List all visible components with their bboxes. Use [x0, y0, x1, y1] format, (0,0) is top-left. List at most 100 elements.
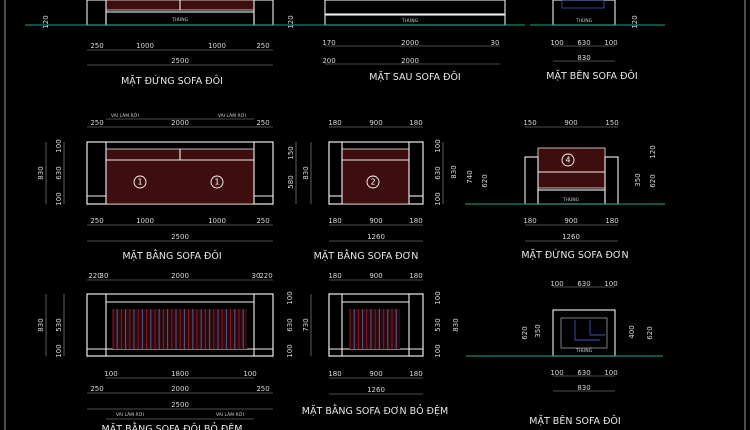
dim: 2000	[401, 39, 419, 47]
frame-structure	[574, 320, 605, 341]
dim: 630	[55, 166, 63, 179]
dim: 630	[577, 39, 590, 47]
dim: 2000	[171, 385, 189, 393]
side-elevation-double-bottom: 100 630 100 THÙNG 100 630 100 830 620 35…	[452, 280, 663, 427]
dim: 100	[243, 370, 256, 378]
plan-double-no-cushion: 220 30 2000 30 220 100 1800 100 250 2000…	[37, 272, 294, 430]
title-front-single: MẶT ĐỨNG SOFA ĐƠN	[521, 249, 628, 261]
dim: 1260	[367, 386, 385, 394]
dim: 100	[604, 39, 617, 47]
dim: 250	[90, 385, 103, 393]
dim: 900	[564, 119, 577, 127]
dim: 400	[628, 325, 636, 338]
dim: 180	[605, 217, 618, 225]
dim: 250	[256, 217, 269, 225]
title-back-double: MẶT SAU SOFA ĐÔI	[369, 71, 460, 83]
dim: 250	[90, 119, 103, 127]
dim: 180	[409, 119, 422, 127]
marker-label: 4	[565, 156, 570, 165]
dim: 180	[328, 370, 341, 378]
dim: 100	[434, 291, 442, 304]
dim: 900	[369, 217, 382, 225]
marker-label: 1	[214, 178, 219, 187]
dim: 250	[256, 119, 269, 127]
dim: 2500	[171, 57, 189, 65]
arm-left	[86, 141, 107, 205]
thung-label: THÙNG	[171, 16, 189, 23]
dim: 120	[42, 15, 50, 28]
dim: 350	[534, 324, 542, 337]
dim: 100	[550, 39, 563, 47]
dim: 180	[328, 272, 341, 280]
dim: 830	[577, 384, 590, 392]
dim: 100	[55, 344, 63, 357]
dim: 100	[604, 280, 617, 288]
marker-label: 1	[137, 178, 142, 187]
dim: 100	[286, 291, 294, 304]
dim: 1000	[136, 42, 154, 50]
dim: 630	[577, 369, 590, 377]
thung-label: THÙNG	[575, 17, 593, 24]
dim: 220	[259, 272, 272, 280]
backrest-seat	[537, 147, 606, 189]
marker-2	[366, 175, 380, 189]
dim: 1800	[171, 370, 189, 378]
marker-1	[210, 175, 224, 189]
dim: 530	[434, 318, 442, 331]
dim: 120	[287, 15, 295, 28]
dim: 2000	[171, 272, 189, 280]
dim: 630	[286, 318, 294, 331]
dim: 120	[631, 15, 639, 28]
dim: 250	[256, 42, 269, 50]
dim: 740	[466, 170, 474, 183]
marker-4	[561, 153, 575, 167]
dim: 170	[322, 39, 335, 47]
back-elevation-double: THÙNG 2000 2000 170 30 200 120 MẶT SAU S…	[285, 0, 525, 83]
dim: 100	[434, 344, 442, 357]
dim: 180	[409, 272, 422, 280]
dim: 900	[369, 119, 382, 127]
dim: 2500	[171, 233, 189, 241]
title-plan-single: MẶT BẰNG SOFA ĐƠN	[314, 249, 419, 262]
dim: 730	[302, 318, 310, 331]
vai-lam-roi-label: VAI LÀM RỜI	[111, 112, 139, 119]
dim: 1000	[136, 217, 154, 225]
dim: 620	[521, 326, 529, 339]
dim: 620	[481, 174, 489, 187]
dim: 2500	[171, 401, 189, 409]
dim: 180	[523, 217, 536, 225]
dim: 580	[287, 175, 295, 188]
dim: 2000	[171, 119, 189, 127]
title-side-double-top: MẶT BÊN SOFA ĐÔI	[546, 70, 637, 82]
marker-1	[133, 175, 147, 189]
dim: 180	[409, 217, 422, 225]
front-elevation-single: 150 900 150 THÙNG 4 180 900 180 1260 830…	[450, 119, 665, 261]
dim: 30	[491, 39, 500, 47]
dim: 150	[605, 119, 618, 127]
dim: 250	[256, 385, 269, 393]
arm-right	[253, 0, 274, 26]
title-side-double-bottom: MẶT BÊN SOFA ĐÔI	[529, 415, 620, 427]
dim: 2000	[401, 57, 419, 65]
title-plan-double-no-cushion: MẶT BẰNG SOFA ĐÔI BỎ ĐỆM	[102, 422, 243, 430]
dim: 900	[369, 370, 382, 378]
side-elevation-double-top: THÙNG 100 630 100 830 120 MẶT BÊN SOFA Đ…	[530, 0, 665, 82]
dim: 630	[434, 166, 442, 179]
plan-double: VAI LÀM RỜI VAI LÀM RỜI 250 2000 250 1 1…	[37, 112, 312, 262]
plan-single: 180 900 180 2 180 900 180 1260 100 630 1…	[314, 119, 444, 262]
dim: 100	[434, 139, 442, 152]
dim: 530	[55, 318, 63, 331]
thung-label: THÙNG	[562, 196, 580, 203]
marker-label: 2	[370, 178, 375, 187]
dim: 250	[90, 42, 103, 50]
plan-single-no-cushion: 180 900 180 180 900 180 1260 730 100 530…	[302, 272, 448, 417]
arm-right	[253, 141, 274, 205]
dim: 830	[452, 318, 460, 331]
dim: 180	[328, 119, 341, 127]
title-front-double: MẶT ĐỨNG SOFA ĐÔI	[121, 75, 223, 87]
slats	[349, 309, 397, 349]
front-elevation-double: THÙNG 250 1000 1000 250 2500 120 MẶT ĐỨN…	[25, 0, 290, 87]
dim: 830	[302, 166, 310, 179]
dim: 900	[369, 272, 382, 280]
